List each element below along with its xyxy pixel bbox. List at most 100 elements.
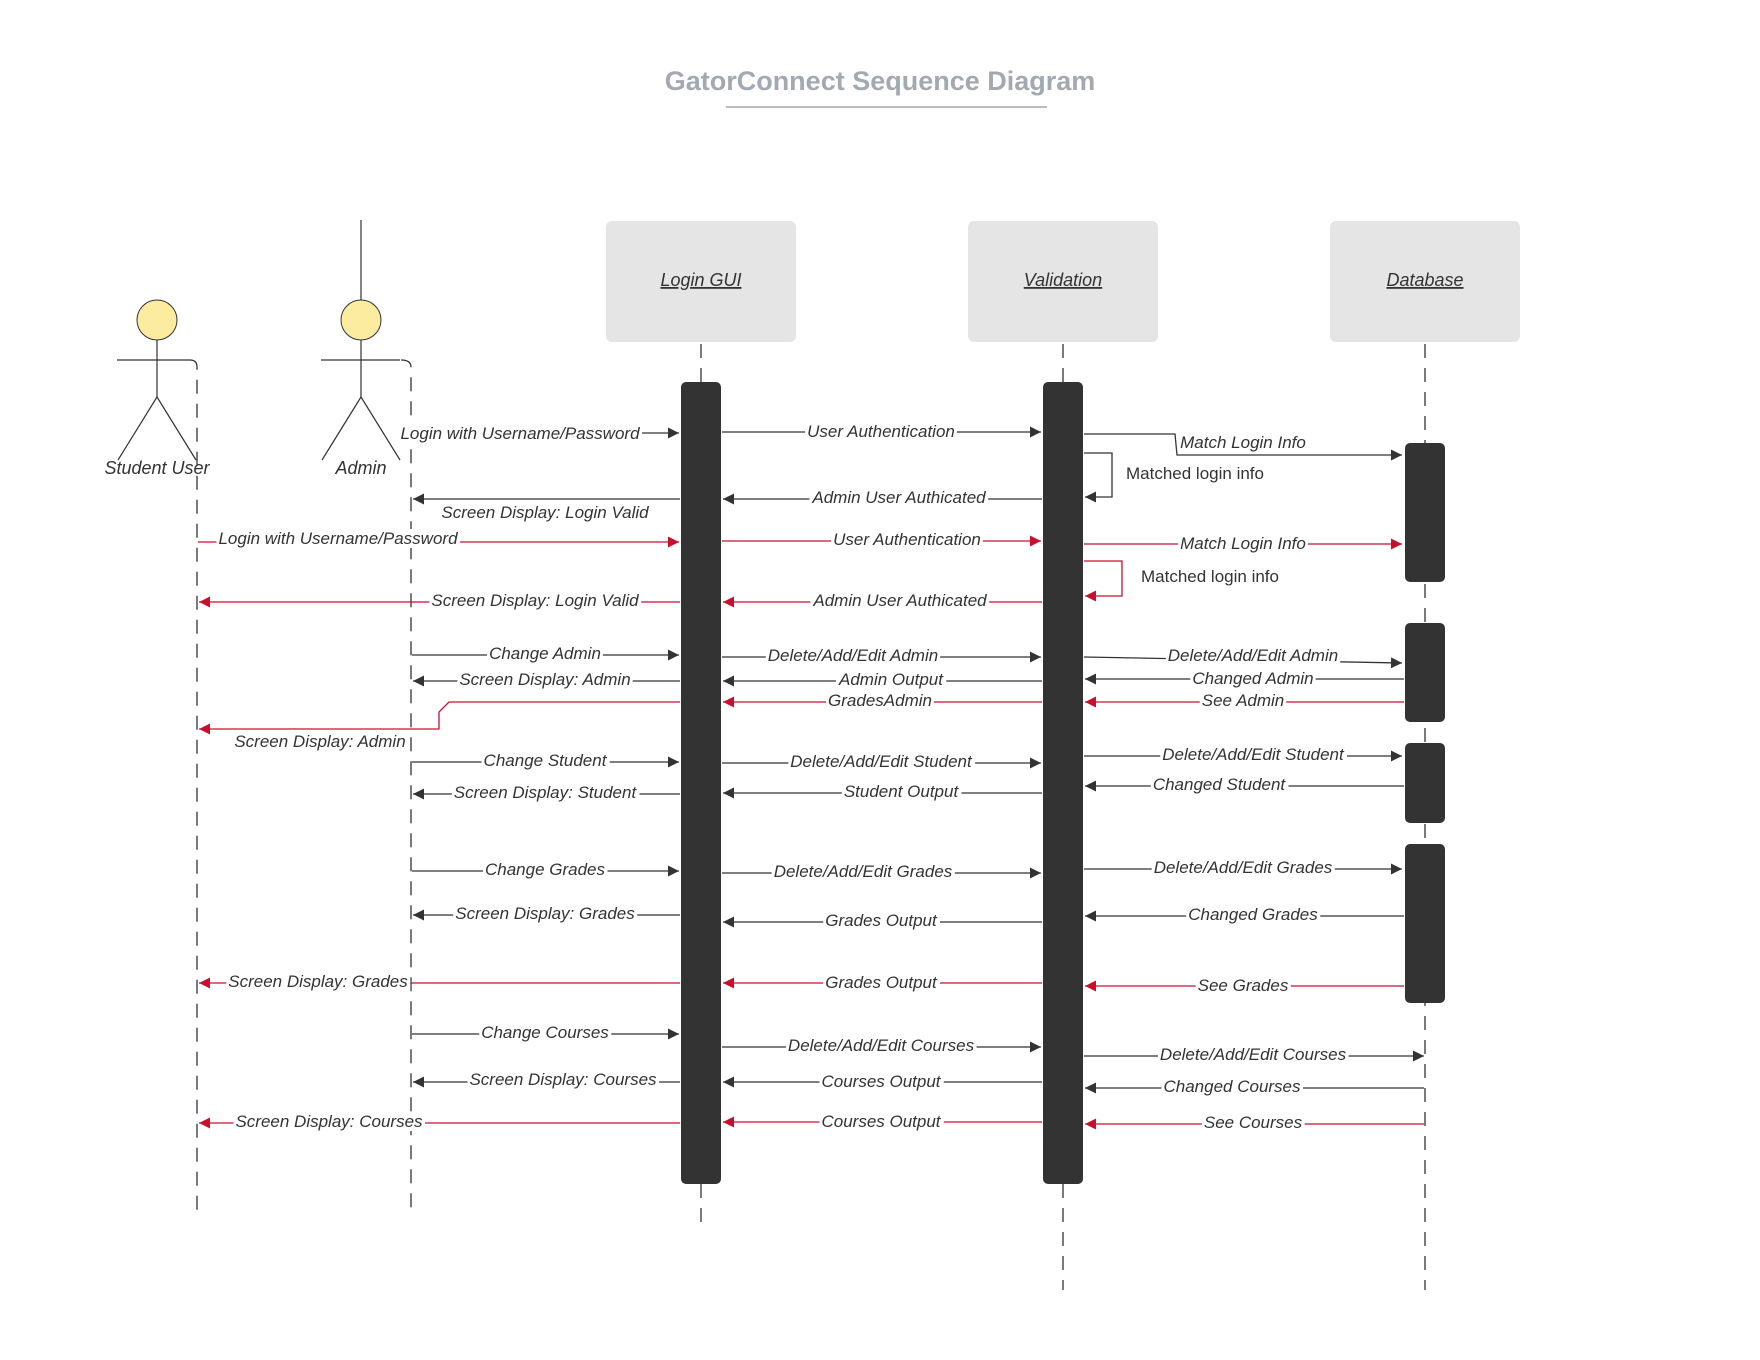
message-label-background <box>841 782 962 801</box>
message-label: Delete/Add/Edit Admin <box>1168 646 1338 665</box>
message-label-background <box>819 1112 944 1131</box>
message-label-background <box>1157 1045 1349 1064</box>
message-label-background <box>429 591 642 610</box>
message-label-background <box>805 422 957 441</box>
message-label: Courses Output <box>821 1112 941 1131</box>
lifeline-student-user <box>189 359 198 1210</box>
actor-head <box>340 299 382 341</box>
message-label-background <box>216 529 461 548</box>
message-label: Login with Username/Password <box>218 529 458 548</box>
message-arrow <box>1084 433 1402 461</box>
message-label-background <box>765 646 941 665</box>
message-label-background <box>439 503 652 522</box>
message-label-background <box>226 972 411 991</box>
participant-label: Database <box>1386 270 1463 290</box>
message-label: Change Admin <box>489 644 601 663</box>
message-label: Admin Output <box>838 670 944 689</box>
activation-database <box>1405 844 1445 1003</box>
message-label-background <box>1165 646 1341 665</box>
activation-login-gui <box>681 382 721 1184</box>
message-label: Screen Display: Grades <box>455 904 635 923</box>
message-label-background <box>453 904 638 923</box>
message-label: Login with Username/Password <box>400 424 640 443</box>
message-label: Screen Display: Admin <box>459 670 630 689</box>
message-arrow <box>1084 452 1113 503</box>
actor-label: Admin <box>334 458 386 478</box>
participant-box <box>968 221 1158 342</box>
message-label: Delete/Add/Edit Admin <box>768 646 938 665</box>
participant-label: Validation <box>1024 270 1102 290</box>
diagram-title: GatorConnect Sequence Diagram <box>665 66 1096 96</box>
message-label-background <box>479 1023 612 1042</box>
participant-box <box>606 221 796 342</box>
message-arrows: Login with Username/Password User Authent… <box>198 422 1424 1132</box>
message-label: Screen Display: Grades <box>228 972 408 991</box>
participant-database: Database <box>1330 221 1520 342</box>
message-arrow <box>199 701 680 735</box>
actor-label: Student User <box>104 458 210 478</box>
message-label-background <box>481 751 610 770</box>
participant-login-gui: Login GUI <box>606 221 796 342</box>
message-label-background <box>232 732 408 751</box>
message-label: Matched login info <box>1141 567 1279 586</box>
message-label-background <box>1161 1077 1304 1096</box>
message-label-background <box>1150 775 1289 794</box>
message-label: Delete/Add/Edit Student <box>790 752 973 771</box>
message-label-background <box>398 424 643 443</box>
message-label-background <box>823 911 941 930</box>
participant-label: Login GUI <box>660 270 741 290</box>
message-label: User Authentication <box>807 422 955 441</box>
actor-admin: Admin <box>321 220 401 478</box>
message-label-background <box>1151 858 1335 877</box>
message-label: Student Output <box>844 782 960 801</box>
message-label: Changed Student <box>1153 775 1287 794</box>
message-label: Screen Display: Courses <box>235 1112 423 1131</box>
message-label-background <box>1124 464 1266 483</box>
message-label-background <box>831 530 983 549</box>
participant-box <box>1330 221 1520 342</box>
message-arrow <box>1084 560 1123 602</box>
message-label-background <box>1199 691 1287 710</box>
message-label: Delete/Add/Edit Courses <box>788 1036 975 1055</box>
message-label: Delete/Add/Edit Courses <box>1160 1045 1347 1064</box>
message-label: GradesAdmin <box>828 691 932 710</box>
message-label: See Grades <box>1198 976 1289 995</box>
message-label: Admin User Authicated <box>811 488 986 507</box>
message-label: Change Grades <box>485 860 606 879</box>
participant-validation: Validation <box>968 221 1158 342</box>
message-label-background <box>785 1036 977 1055</box>
message-label: Match Login Info <box>1180 433 1306 452</box>
message-label: Delete/Add/Edit Student <box>1162 745 1345 764</box>
message-label: Changed Grades <box>1188 905 1318 924</box>
message-label: Delete/Add/Edit Grades <box>1154 858 1333 877</box>
message-label-background <box>1201 1113 1305 1132</box>
message-label: Change Courses <box>481 1023 609 1042</box>
message-label: Change Student <box>484 751 608 770</box>
message-label: Grades Output <box>825 911 938 930</box>
message-label-background <box>826 691 934 710</box>
actor-head <box>136 299 178 341</box>
message-label-background <box>823 973 941 992</box>
message-label-background <box>1195 976 1291 995</box>
message-label: Screen Display: Courses <box>469 1070 657 1089</box>
message-label: See Courses <box>1204 1113 1303 1132</box>
message-label: Screen Display: Student <box>454 783 638 802</box>
message-label-background <box>809 488 989 507</box>
activation-validation <box>1043 382 1083 1184</box>
message-label: See Admin <box>1202 691 1285 710</box>
message-label-background <box>771 862 955 881</box>
message-label-background <box>788 752 975 771</box>
message-label: Screen Display: Admin <box>234 732 405 751</box>
message-label-background <box>810 591 990 610</box>
message-label: Admin User Authicated <box>812 591 987 610</box>
message-label-background <box>482 860 608 879</box>
message-label-background <box>1186 905 1321 924</box>
message-label-background <box>451 783 640 802</box>
message-label: Grades Output <box>825 973 938 992</box>
message-label: Courses Output <box>821 1072 941 1091</box>
activation-database <box>1405 743 1445 823</box>
message-label-background <box>1178 534 1308 553</box>
message-label-background <box>457 670 633 689</box>
actor-student-user: Student User <box>104 299 211 478</box>
